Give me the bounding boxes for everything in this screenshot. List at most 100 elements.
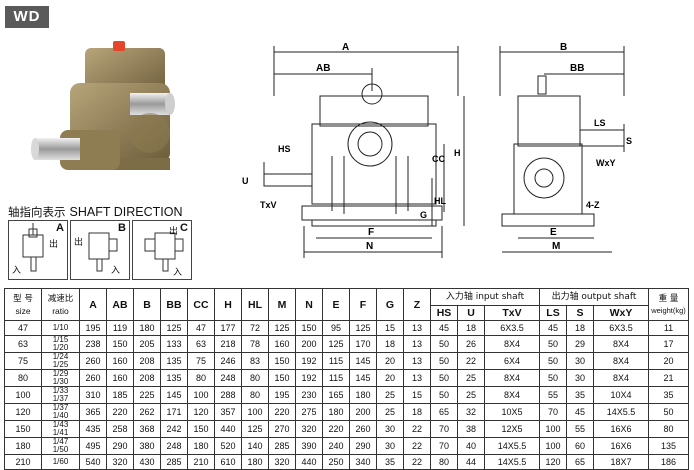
table-cell: 18X7	[593, 454, 649, 470]
dim-b-label: B	[560, 42, 567, 53]
table-cell: 78	[241, 335, 269, 353]
dim-a-label: A	[342, 42, 349, 53]
table-cell: 220	[322, 420, 350, 438]
table-cell: 195	[79, 320, 107, 336]
table-cell: 260	[79, 369, 107, 387]
table-cell: 610	[214, 454, 242, 470]
table-cell: 120	[187, 403, 215, 421]
table-cell: 14X5.5	[484, 454, 540, 470]
table-cell: 140	[241, 437, 269, 455]
table-cell: 230	[295, 386, 323, 404]
table-cell: 186	[648, 454, 689, 470]
table-cell: 435	[79, 420, 107, 438]
table-cell: 18	[376, 335, 404, 353]
table-cell: 165	[322, 386, 350, 404]
table-cell: 150	[187, 420, 215, 438]
table-cell: 18	[457, 320, 485, 336]
table-cell: 35	[376, 454, 404, 470]
table-cell: 25	[376, 386, 404, 404]
table-cell: 18	[566, 320, 594, 336]
table-cell: 145	[160, 386, 188, 404]
table-cell: 8X4	[484, 335, 540, 353]
table-cell: 285	[268, 437, 296, 455]
header-weight: 重 量 weight(kg)	[648, 288, 689, 321]
table-cell: 115	[322, 352, 350, 370]
table-cell: 160	[106, 369, 134, 387]
dim-bb-label: BB	[570, 63, 584, 74]
table-cell: 150	[106, 335, 134, 353]
table-cell: 270	[268, 420, 296, 438]
table-cell: 520	[214, 437, 242, 455]
table-cell: 30	[376, 420, 404, 438]
table-cell: 63	[4, 335, 42, 353]
header-col: CC	[187, 288, 215, 321]
header-output-shaft: 出力轴 output shaft	[539, 288, 649, 306]
table-cell: 290	[106, 437, 134, 455]
table-cell: 380	[133, 437, 161, 455]
table-cell: 218	[214, 335, 242, 353]
dim-m-label: M	[552, 241, 560, 252]
table-cell: 18	[403, 403, 431, 421]
table-cell: 205	[133, 335, 161, 353]
table-cell: 100	[187, 386, 215, 404]
table-cell: 150	[268, 369, 296, 387]
table-cell: 25	[457, 369, 485, 387]
table-cell: 30	[566, 369, 594, 387]
header-input-shaft: 入力轴 input shaft	[430, 288, 540, 306]
table-cell: 32	[457, 403, 485, 421]
side-view-drawing: B BB LS S WxY 4-Z E M	[499, 42, 632, 253]
shaft-direction-a: A 入 出	[8, 220, 68, 280]
table-cell: 30	[376, 437, 404, 455]
table-cell: 192	[295, 369, 323, 387]
shaft-direction-c: C 出 入	[132, 220, 192, 280]
table-cell: 10X4	[593, 386, 649, 404]
dim-cc-label: CC	[432, 154, 445, 164]
table-cell: 133	[160, 335, 188, 353]
table-cell: 177	[214, 320, 242, 336]
header-col: B	[133, 288, 161, 321]
header-col: TxV	[484, 305, 540, 321]
table-cell: 210	[4, 454, 42, 470]
table-cell: 120	[4, 403, 42, 421]
table-cell: 180	[322, 403, 350, 421]
table-cell: 8X4	[593, 352, 649, 370]
table-cell: 208	[133, 369, 161, 387]
table-cell: 22	[403, 420, 431, 438]
table-cell: 100	[241, 403, 269, 421]
table-cell: 320	[295, 420, 323, 438]
table-cell: 285	[160, 454, 188, 470]
table-cell: 72	[241, 320, 269, 336]
table-cell: 22	[457, 352, 485, 370]
header-col: HL	[241, 288, 269, 321]
table-cell: 192	[295, 352, 323, 370]
table-cell: 171	[160, 403, 188, 421]
table-cell: 75	[4, 352, 42, 370]
front-view-drawing: A AB HS U TxV CC H HL G F N	[242, 42, 465, 258]
table-cell: 365	[79, 403, 107, 421]
table-cell: 200	[349, 403, 377, 421]
header-col: F	[349, 288, 377, 321]
table-cell: 14X5.5	[593, 403, 649, 421]
table-cell: 20	[648, 352, 689, 370]
table-cell: 275	[295, 403, 323, 421]
dim-hs-label: HS	[278, 144, 291, 154]
table-cell: 250	[322, 454, 350, 470]
table-cell: 65	[430, 403, 458, 421]
table-cell: 6X3.5	[484, 320, 540, 336]
table-cell: 238	[79, 335, 107, 353]
table-cell: 35	[566, 386, 594, 404]
header-col: A	[79, 288, 107, 321]
table-cell: 160	[106, 352, 134, 370]
table-cell: 220	[106, 403, 134, 421]
table-cell: 145	[349, 352, 377, 370]
dim-ls-label: LS	[594, 118, 606, 128]
table-cell: 258	[106, 420, 134, 438]
